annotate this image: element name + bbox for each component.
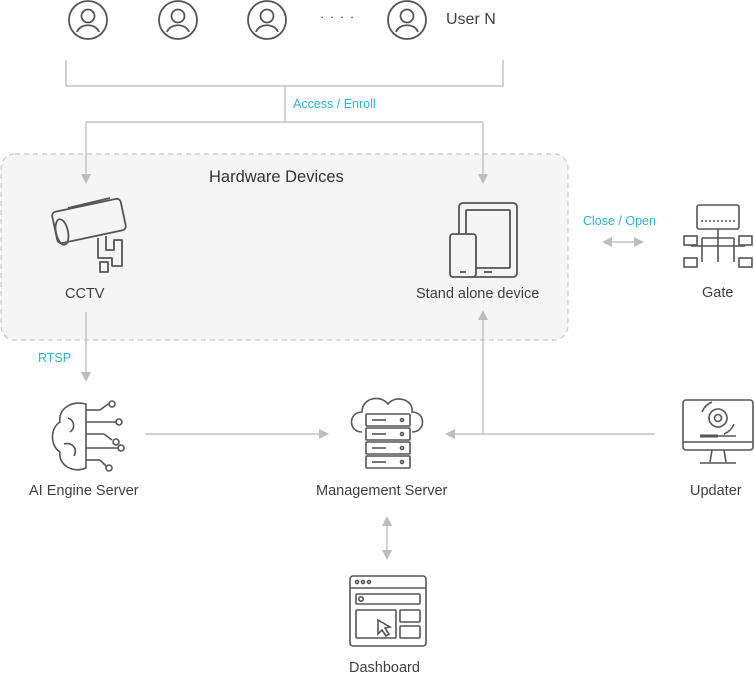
user-n-label: User N (446, 11, 496, 28)
management-label: Management Server (316, 483, 448, 499)
edge-label-access-enroll: Access / Enroll (293, 97, 376, 111)
standalone-device-icon (449, 202, 518, 278)
updater-monitor-icon (682, 399, 754, 464)
user-icon (247, 0, 287, 40)
users-bracket (65, 60, 504, 123)
hardware-devices-group (0, 153, 569, 341)
gate-icon (683, 204, 753, 268)
edge-label-rtsp: RTSP (38, 351, 72, 365)
dashboard-label: Dashboard (349, 660, 420, 676)
gate-label: Gate (702, 285, 734, 301)
user-icon (158, 0, 198, 40)
user-icon (387, 0, 427, 40)
ai-engine-label: AI Engine Server (29, 483, 139, 499)
dashboard-browser-icon (349, 575, 427, 647)
updater-label: Updater (690, 483, 742, 499)
ai-brain-icon (51, 400, 125, 472)
management-server-icon (350, 397, 424, 469)
user-icon (68, 0, 108, 40)
cctv-label: CCTV (65, 286, 105, 302)
group-title: Hardware Devices (209, 168, 344, 186)
ellipsis: · · · · (320, 9, 356, 24)
edge-label-close-open: Close / Open (583, 214, 656, 228)
cctv-camera-icon (51, 197, 127, 273)
standalone-label: Stand alone device (416, 286, 540, 302)
